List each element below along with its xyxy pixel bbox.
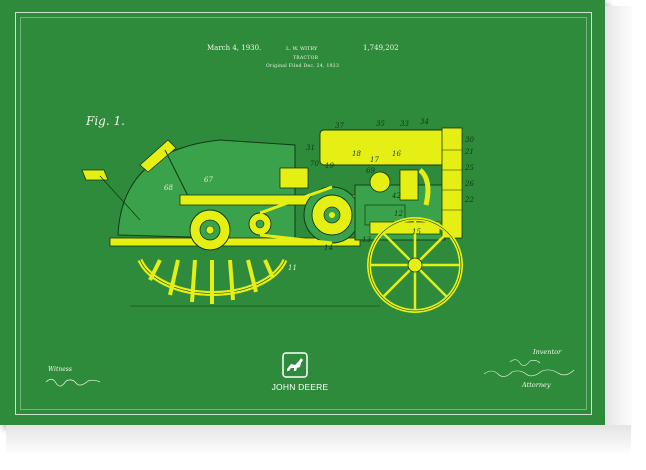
callout-number: 34 bbox=[420, 118, 429, 126]
callout-number: 68 bbox=[164, 184, 173, 192]
cylinder-head bbox=[319, 129, 461, 166]
witness-signature bbox=[45, 378, 101, 387]
callout-number: 31 bbox=[306, 144, 315, 152]
callout-number: 22 bbox=[464, 196, 474, 204]
frame-rail-lower bbox=[109, 237, 361, 247]
callout-number: 11 bbox=[288, 264, 297, 272]
brand-name: JOHN DEERE bbox=[271, 382, 329, 392]
callout-number: 16 bbox=[392, 150, 401, 158]
gear-housing bbox=[279, 167, 309, 189]
card-shadow-right bbox=[605, 6, 635, 431]
callout-number: 15 bbox=[412, 228, 421, 236]
radiator bbox=[441, 127, 463, 239]
inventor-signature bbox=[483, 359, 575, 377]
patent-date: March 4, 1930. bbox=[207, 44, 262, 52]
callout-number: 35 bbox=[376, 120, 385, 128]
callout-number: 12 bbox=[394, 210, 403, 218]
attorney-label: Attorney bbox=[522, 381, 551, 389]
callout-number: 70 bbox=[310, 160, 319, 168]
callout-number: 37 bbox=[335, 122, 344, 130]
callout-number: 19 bbox=[325, 162, 334, 170]
callout-number: 30 bbox=[465, 136, 474, 144]
carburetor bbox=[369, 171, 391, 193]
outer-border bbox=[15, 12, 592, 415]
patent-number: 1,749,202 bbox=[363, 44, 399, 52]
john-deere-logo: JOHN DEERE bbox=[270, 352, 330, 400]
patent-print-card: March 4, 1930. L. W. WITRY 1,749,202 TRA… bbox=[0, 0, 605, 425]
callout-number: 42 bbox=[391, 192, 401, 200]
callout-number: 33 bbox=[400, 120, 409, 128]
inventor-label: Inventor bbox=[533, 348, 562, 356]
patent-inventor-name: L. W. WITRY bbox=[286, 46, 318, 52]
patent-filed: Original Filed Dec. 24, 1923 bbox=[266, 64, 340, 69]
deer-logo-icon bbox=[282, 352, 308, 378]
callout-number: 18 bbox=[352, 150, 361, 158]
callout-number: 17 bbox=[370, 156, 379, 164]
front-wheel bbox=[367, 217, 463, 313]
steering-wheel bbox=[139, 139, 177, 173]
figure-label: Fig. 1. bbox=[86, 114, 125, 128]
tractor-drawing: 37 35 33 34 31 30 21 25 26 22 18 17 16 7… bbox=[81, 118, 474, 313]
rear-wheel bbox=[137, 258, 288, 304]
callout-number: 26 bbox=[464, 180, 474, 188]
seat bbox=[81, 169, 109, 181]
callout-number: 25 bbox=[464, 164, 474, 172]
callout-number: 21 bbox=[464, 148, 474, 156]
card-shadow-bottom bbox=[6, 425, 631, 455]
witness-label: Witness bbox=[48, 366, 72, 373]
patent-title: TRACTOR bbox=[293, 56, 319, 61]
callout-number: 13 bbox=[362, 236, 371, 244]
callout-number: 69 bbox=[366, 167, 375, 175]
inner-border bbox=[20, 17, 587, 410]
callout-number: 67 bbox=[204, 176, 213, 184]
callout-number: 14 bbox=[324, 244, 333, 252]
